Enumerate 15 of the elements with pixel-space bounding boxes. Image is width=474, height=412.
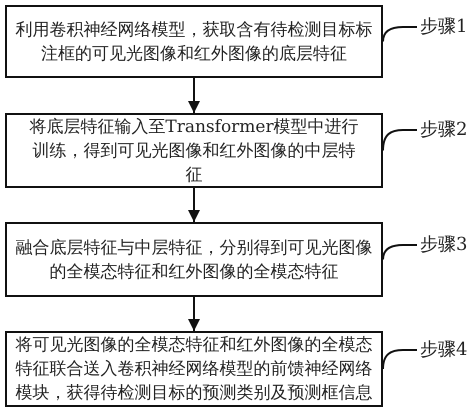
step-label: 步骤2 [420, 120, 468, 140]
leader-line [382, 244, 417, 260]
step-label: 步骤4 [420, 340, 468, 360]
process-box: 将底层特征输入至Transformer模型中进行训练，得到可见光图像和红外图像的中层特征 [5, 113, 383, 188]
leader-line [382, 349, 417, 370]
process-box: 将可见光图像的全模态特征和红外图像的全模态特征联合送入卷积神经网络模型的前馈神经网络模块，获得待检测目标的预测类别及预测框信息 [5, 331, 383, 407]
process-box: 融合底层特征与中层特征，分别得到可见光图像的全模态特征和红外图像的全模态特征 [5, 222, 383, 297]
process-box: 利用卷积神经网络模型，获取含有待检测目标标注框的可见光图像和红外图像的底层特征 [5, 5, 383, 78]
leader-line [382, 26, 417, 42]
step-label: 步骤1 [420, 17, 468, 37]
arrow [188, 78, 200, 113]
arrow [188, 297, 200, 331]
leader-line [382, 129, 417, 151]
step-label: 步骤3 [420, 235, 468, 255]
arrow [188, 188, 200, 222]
